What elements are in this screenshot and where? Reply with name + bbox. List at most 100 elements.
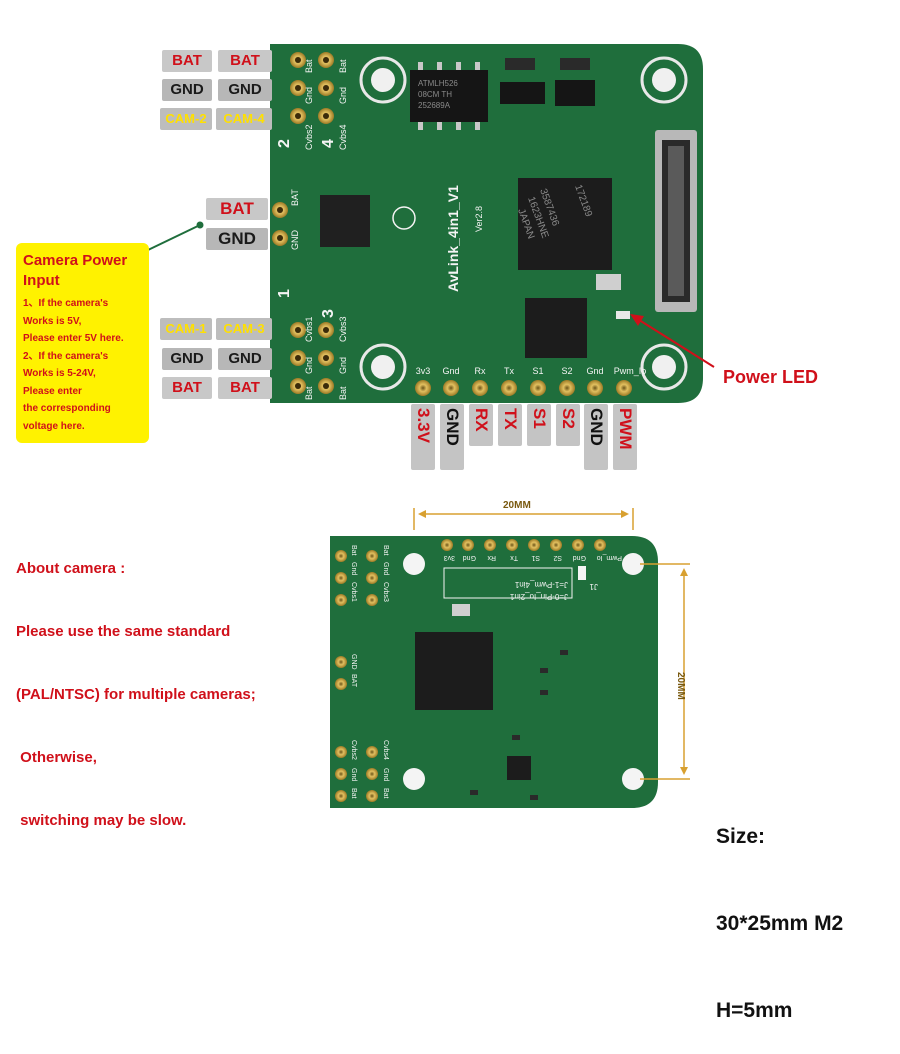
tag-3v3: 3.3V <box>411 404 435 470</box>
svg-text:GND: GND <box>350 654 357 670</box>
mounting-hole <box>622 768 644 790</box>
eeprom-chip: ATMLH526 08CM TH 252689A <box>410 62 488 130</box>
top-silk-mid: BAT GND <box>290 189 300 250</box>
silk: Gnd <box>573 554 586 561</box>
back-silk-top: 3v3 Gnd Rx Tx S1 S2 Gnd Pwm_Io <box>444 554 622 561</box>
svg-text:Bat: Bat <box>382 545 389 556</box>
dim-height: 20MM <box>675 672 686 700</box>
silk-bat: Bat <box>304 59 314 73</box>
svg-text:Bat: Bat <box>350 788 357 799</box>
back-top-pads <box>441 539 606 551</box>
jumper-pad <box>578 566 586 580</box>
chip-text: ATMLH526 <box>418 79 458 88</box>
camera-power-callout: Camera Power Input 1、If the camera's Wor… <box>16 243 149 443</box>
silk-cvbs2: Cvbs2 <box>304 124 314 150</box>
silk-gnd: Gnd <box>304 357 314 374</box>
tag-bat: BAT <box>162 50 212 72</box>
tag-cam-4: CAM-4 <box>216 108 272 130</box>
silk: Pwm_Io <box>597 554 622 561</box>
bottom-pads <box>415 380 632 396</box>
silk-s2: S2 <box>561 366 572 376</box>
svg-text:Gnd: Gnd <box>350 562 357 575</box>
tag-gnd: GND <box>440 404 464 470</box>
silk-rx: Rx <box>475 366 486 376</box>
tag-pwm: PWM <box>613 404 637 470</box>
tag-cam-2: CAM-2 <box>160 108 212 130</box>
tag-gnd: GND <box>206 228 268 250</box>
silk-gnd: Gnd <box>304 87 314 104</box>
chip-text: 08CM TH <box>418 90 452 99</box>
silk-num-4: 4 <box>320 139 337 148</box>
tag-tx: TX <box>498 404 522 446</box>
tag-gnd: GND <box>162 348 212 370</box>
jumper-label: J1 <box>589 582 598 591</box>
mounting-hole <box>403 553 425 575</box>
dimension-arrowheads <box>418 510 688 775</box>
mounting-hole <box>622 553 644 575</box>
silk-cvbs4: Cvbs4 <box>338 124 348 150</box>
power-led <box>616 311 630 319</box>
left-top-pads <box>272 52 334 394</box>
svg-text:Gnd: Gnd <box>382 562 389 575</box>
silk-tx: Tx <box>504 366 514 376</box>
tag-cam-3: CAM-3 <box>216 318 272 340</box>
back-main-chip <box>415 632 493 710</box>
svg-text:Cvbs2: Cvbs2 <box>350 740 357 760</box>
silk: S1 <box>531 554 540 561</box>
tag-gnd: GND <box>584 404 608 470</box>
back-pcb <box>330 536 658 808</box>
top-silk-left: Cvbs2 Gnd Bat Cvbs4 Gnd Bat Cvbs1 Gnd Ba… <box>304 59 348 400</box>
tag-s1: S1 <box>527 404 551 446</box>
silk: Tx <box>510 554 518 561</box>
board-title: AvLink_4in1_V1 <box>445 185 461 292</box>
top-board: Cvbs2 Gnd Bat Cvbs4 Gnd Bat Cvbs1 Gnd Ba… <box>270 44 703 403</box>
mounting-hole <box>403 768 425 790</box>
mounting-holes <box>359 56 688 391</box>
svg-text:J=1-Pwm_4in1: J=1-Pwm_4in1 <box>514 580 568 589</box>
chip-text: 252689A <box>418 101 451 110</box>
smd-part <box>560 58 590 70</box>
svg-text:Cvbs4: Cvbs4 <box>382 740 389 760</box>
tag-cam-1: CAM-1 <box>160 318 212 340</box>
tag-bat: BAT <box>218 50 272 72</box>
tag-rx: RX <box>469 404 493 446</box>
silk-bat: Bat <box>338 59 348 73</box>
dim-width: 20MM <box>503 500 531 511</box>
silk: 3v3 <box>444 554 455 561</box>
smd-part <box>505 58 535 70</box>
reg-chip <box>555 80 595 106</box>
silk: S2 <box>553 554 562 561</box>
silk-gnd: GND <box>290 230 300 251</box>
board-version: Ver2.8 <box>474 206 484 232</box>
svg-text:Gnd: Gnd <box>382 768 389 781</box>
silk-num-2: 2 <box>276 139 293 148</box>
fpc-connector <box>655 130 697 312</box>
silk-bat: Bat <box>338 386 348 400</box>
tag-bat: BAT <box>162 377 212 399</box>
back-left-pads <box>335 550 378 802</box>
silk-gnd: Gnd <box>586 366 603 376</box>
silk-cvbs3: Cvbs3 <box>338 316 348 342</box>
silk-bat: BAT <box>290 189 300 206</box>
tag-gnd: GND <box>218 79 272 101</box>
dimension-lines <box>413 508 690 780</box>
top-pcb <box>270 44 703 403</box>
back-silk-side: Bat Gnd Cvbs1 Bat Gnd Cvbs3 GND BAT Cvbs… <box>350 545 389 799</box>
mcu-chip: 3587436 1623HNE JAPAN 172189 <box>515 178 612 270</box>
switch-chip <box>320 195 370 247</box>
power-led-label: Power LED <box>723 367 819 387</box>
svg-text:BAT: BAT <box>350 674 357 688</box>
svg-text:Bat: Bat <box>350 545 357 556</box>
back-board: 3v3 Gnd Rx Tx S1 S2 Gnd Pwm_Io Bat Gnd C… <box>330 508 690 808</box>
tag-bat: BAT <box>206 198 268 220</box>
top-silk-bottom: 3v3 Gnd Rx Tx S1 S2 Gnd Pwm_Io <box>416 366 647 376</box>
silk-gnd: Gnd <box>338 87 348 104</box>
size-info: Size: 30*25mm M2 H=5mm <box>716 825 844 1022</box>
silk: Gnd <box>463 554 476 561</box>
tag-s2: S2 <box>556 404 580 446</box>
silk-cvbs1: Cvbs1 <box>304 316 314 342</box>
logo-icon <box>392 206 416 230</box>
svg-text:Bat: Bat <box>382 788 389 799</box>
callout-body: 1、If the camera's Works is 5V, Please en… <box>23 298 124 432</box>
jumper-box <box>443 567 573 599</box>
